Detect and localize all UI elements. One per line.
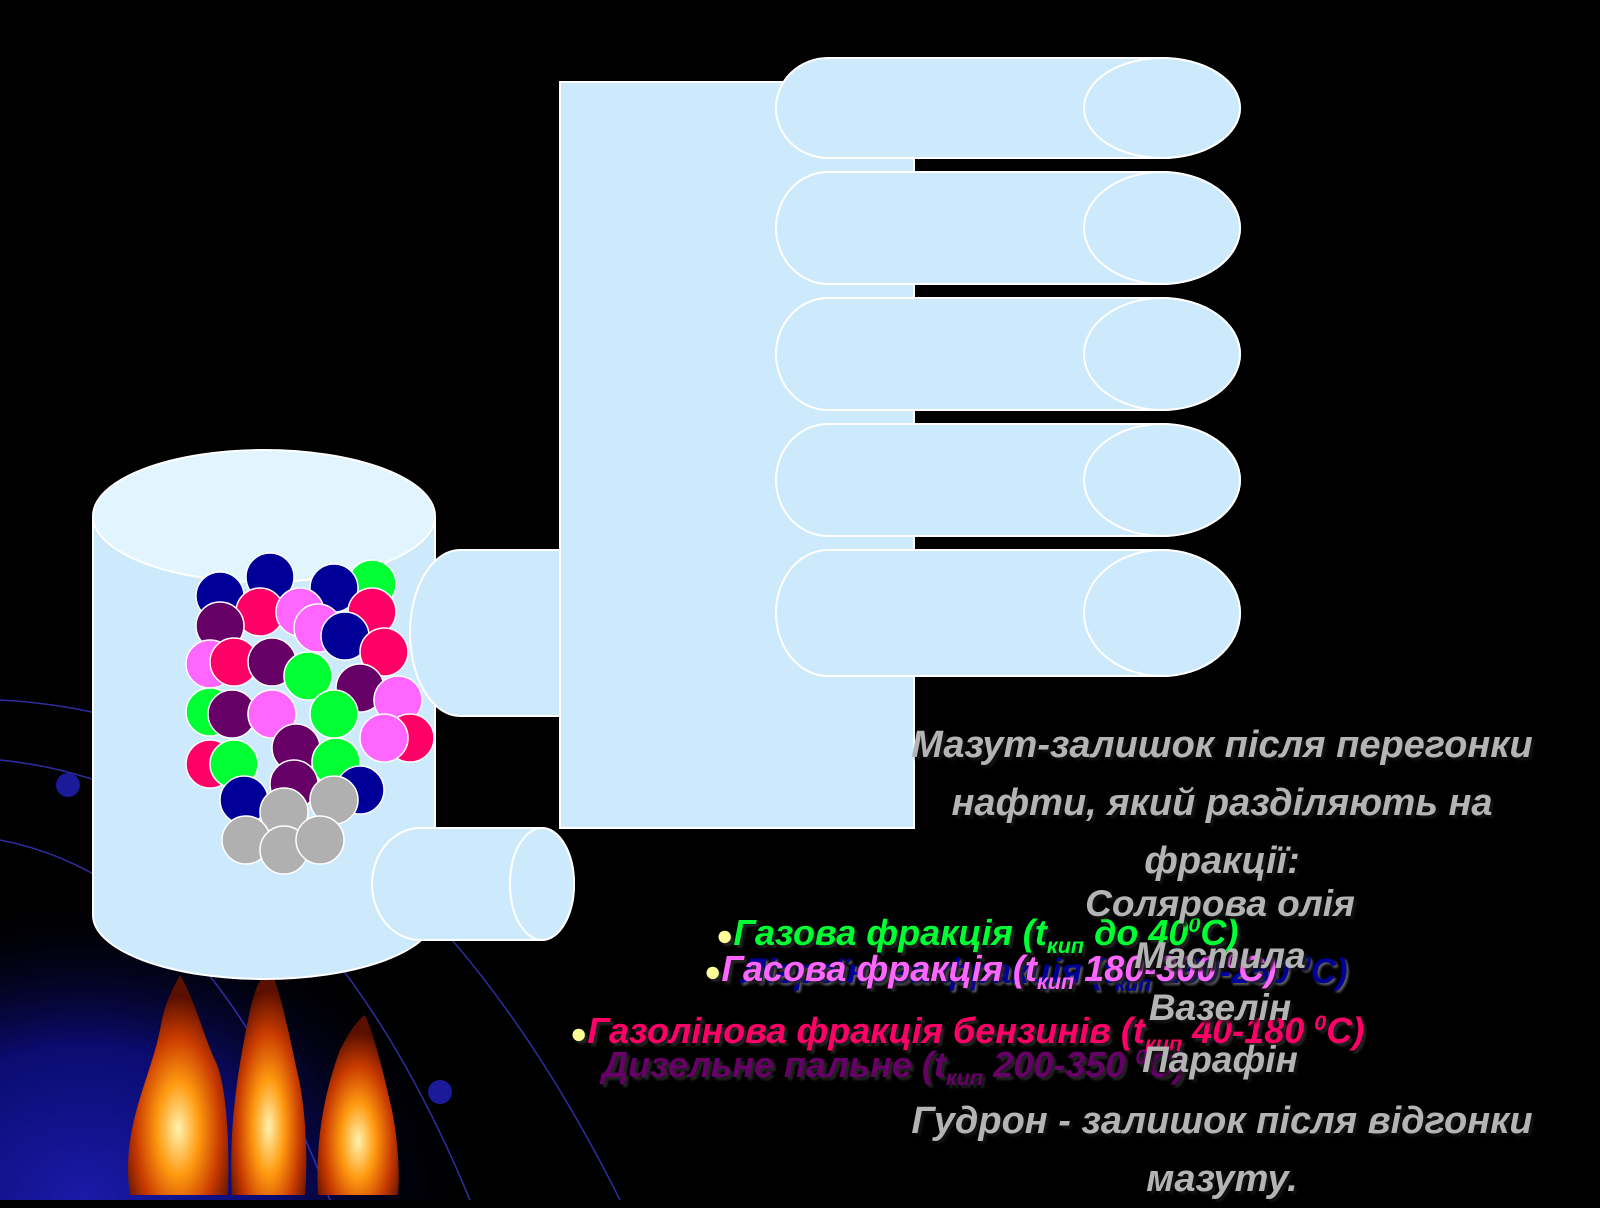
oil-molecules [185, 552, 435, 875]
gudron-description: Гудрон - залишок після відгонки мазуту. [852, 1092, 1592, 1208]
heavy-fraction-vaseline: Вазелін [1148, 987, 1292, 1028]
fraction-pipe-1-end [1083, 57, 1241, 159]
mazut-line-1: Мазут-залишок після перегонки [911, 724, 1533, 766]
fraction-pipe-4-end [1083, 423, 1241, 537]
fraction-pipe-5-end [1083, 549, 1241, 677]
molecule [359, 627, 409, 677]
label-diesel-fraction: Дизельне пальне (tкип 200-350 0С) [602, 1044, 1186, 1091]
molecule [295, 815, 345, 865]
molecule [283, 651, 333, 701]
heavy-fraction-paraffin: Парафін [1142, 1039, 1298, 1080]
label-gas-fraction: ●Газова фракція (tкип до 400С) [716, 912, 1239, 959]
molecule [309, 689, 359, 739]
fraction-pipe-2-end [1083, 171, 1241, 285]
label-gas-fraction-overlap: ●Гасова фракція (tкип 180-300 0С) [704, 948, 1277, 995]
gudron-line-1: Гудрон - залишок після відгонки [911, 1100, 1533, 1142]
orbit-dots [56, 773, 452, 1104]
fraction-pipe-3-end [1083, 297, 1241, 411]
flames [127, 968, 399, 1195]
mazut-outlet-pipe [371, 827, 575, 941]
heavy-fraction-lubricants: Мастила [1134, 935, 1306, 976]
label-gasoline-fraction: ●Газолінова фракція бензинів (tкип 40-18… [570, 1010, 1365, 1057]
molecule [247, 689, 297, 739]
molecule [359, 713, 409, 763]
mazut-line-2: нафти, який разділяють на [951, 782, 1493, 824]
label-kerosene-fraction: Лігроїнова фракція (tкип 150-250 0С) [742, 952, 1348, 996]
heavy-fractions-list: Солярова олія Мастила Вазелін Парафін [1000, 878, 1440, 1086]
mazut-description: Мазут-залишок після перегонки нафти, яки… [852, 716, 1592, 890]
mazut-line-3: фракції: [1144, 840, 1300, 882]
gudron-line-2: мазуту. [1146, 1158, 1298, 1200]
heavy-fraction-solar-oil: Солярова олія [1085, 883, 1355, 924]
fraction-pipes [775, 57, 1241, 677]
vapor-pipe [409, 549, 561, 717]
